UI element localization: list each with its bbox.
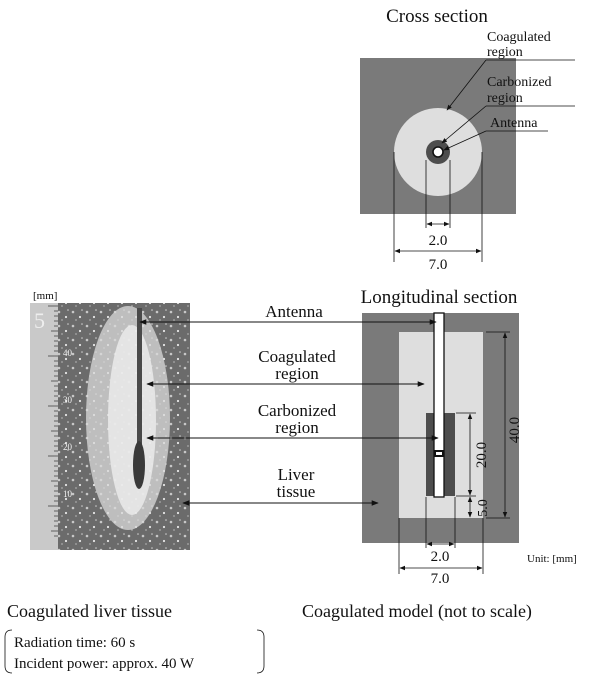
param-incident-power: Incident power: approx. 40 W: [14, 656, 195, 672]
longitudinal-title: Longitudinal section: [361, 287, 518, 308]
left-caption: Coagulated liver tissue: [7, 601, 172, 621]
ruler-label-10: 10: [63, 489, 73, 499]
long-length-label: 40.0: [507, 417, 523, 443]
cs-inner-dimension-label: 2.0: [429, 233, 448, 249]
cs-carbonized-label-2: region: [487, 91, 523, 106]
ruler-label-30: 30: [63, 395, 73, 405]
ruler-label-40: 40: [63, 348, 73, 358]
cs-antenna-label: Antenna: [490, 116, 538, 131]
center-coagulated-label-2: region: [275, 364, 319, 383]
right-caption: Coagulated model (not to scale): [302, 601, 532, 622]
param-bracket-right: [256, 629, 265, 674]
ruler-label-20: 20: [63, 442, 73, 452]
cs-carbonized-label-1: Carbonized: [487, 75, 552, 90]
param-bracket-left: [4, 629, 13, 674]
unit-label: Unit: [mm]: [527, 553, 577, 565]
offset-label: 5.0: [476, 499, 491, 517]
long-outer-label: 7.0: [431, 571, 450, 587]
center-antenna-label: Antenna: [265, 302, 323, 321]
antenna-pointer: [443, 130, 487, 151]
cs-coagulated-label-1: Coagulated: [487, 30, 551, 45]
ruler: [30, 303, 58, 550]
center-coagulated-label-1: Coagulated: [258, 347, 336, 366]
center-carbonized-label-1: Carbonized: [258, 401, 337, 420]
longitudinal-antenna: [433, 312, 445, 498]
carbonized-pointer: [441, 105, 487, 144]
cs-outer-dimension-label: 7.0: [429, 257, 448, 273]
coagulated-pointer: [446, 59, 487, 111]
param-radiation-time: Radiation time: 60 s: [14, 635, 135, 651]
cross-section-title: Cross section: [386, 6, 488, 27]
cs-coagulated-label-2: region: [487, 45, 523, 60]
cross-section-antenna: [432, 146, 444, 158]
carbon-length-label: 20.0: [474, 442, 490, 468]
photo-scale-unit: [mm]: [33, 290, 57, 302]
center-liver-label-1: Liver: [278, 465, 315, 484]
center-carbonized-label-2: region: [275, 418, 319, 437]
center-liver-label-2: tissue: [277, 482, 316, 501]
liver-photo: [30, 303, 190, 550]
long-inner-label: 2.0: [431, 549, 450, 565]
ruler-label-5: 5: [34, 308, 45, 333]
